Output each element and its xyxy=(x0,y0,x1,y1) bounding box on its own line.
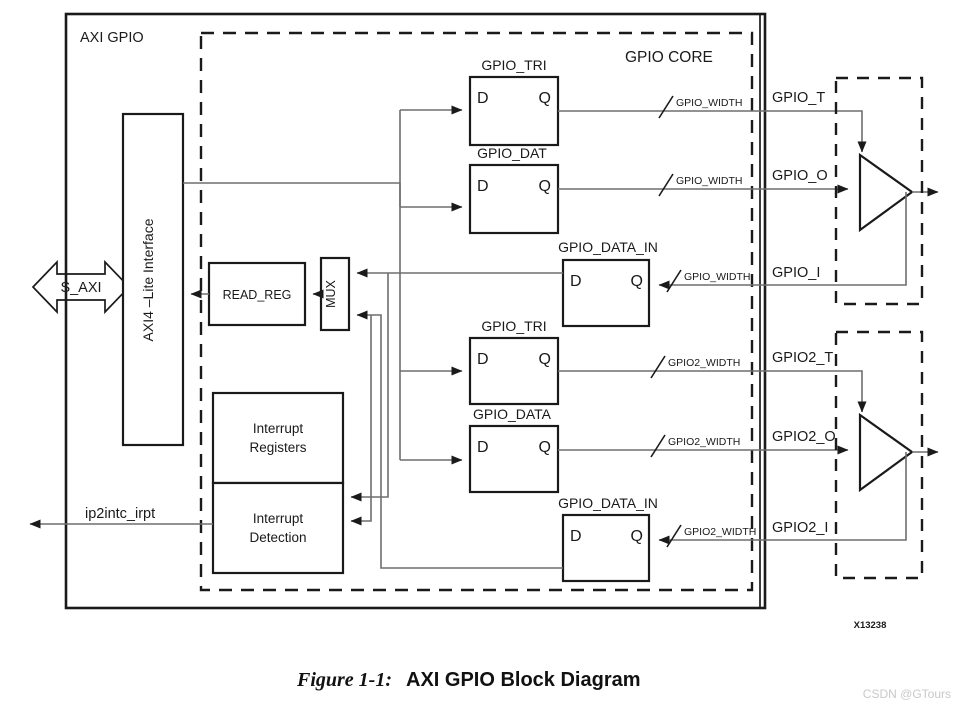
signal-gpio2-t: GPIO2_WIDTH GPIO2_T xyxy=(558,350,867,413)
gpio2-i-port-label: GPIO2_I xyxy=(772,520,828,536)
read-reg-label: READ_REG xyxy=(223,288,292,302)
gpio-t-width-label: GPIO_WIDTH xyxy=(676,97,743,109)
flipflop-gpio-dat-d: D xyxy=(477,178,489,195)
flipflop-gpio-tri-q: Q xyxy=(539,90,551,107)
flipflop-gpio-data-in-2-q: Q xyxy=(631,528,643,545)
gpio-pad-dashed-box-2 xyxy=(834,330,924,580)
flipflop-gpio-dat-title: GPIO_DAT xyxy=(477,145,547,161)
wire-datain2-to-mux xyxy=(356,310,563,569)
caption-prefix: Figure 1-1: xyxy=(296,669,392,691)
watermark-label: CSDN @GTours xyxy=(863,687,951,701)
tristate-buffer-2 xyxy=(858,412,914,493)
gpio-i-width-label: GPIO_WIDTH xyxy=(684,271,751,283)
signal-gpio-i: GPIO_WIDTH GPIO_I xyxy=(666,265,820,293)
flipflop-gpio-tri-2-q: Q xyxy=(539,351,551,368)
wire-axi-bus-lower xyxy=(399,183,463,465)
interrupt-detection-label-2: Detection xyxy=(249,530,306,545)
flipflop-gpio-data-title: GPIO_DATA xyxy=(473,406,552,422)
flipflop-gpio-data-in-1-d: D xyxy=(570,273,582,290)
axi-gpio-outer-box xyxy=(64,12,767,610)
flipflop-gpio-dat-box xyxy=(468,163,560,235)
flipflop-gpio-tri-2-box xyxy=(468,336,560,406)
gpio-i-port-label: GPIO_I xyxy=(772,265,820,281)
flipflop-gpio-tri-title: GPIO_TRI xyxy=(481,57,546,73)
gpio2-t-width-label: GPIO2_WIDTH xyxy=(668,357,740,369)
caption-title: AXI GPIO Block Diagram xyxy=(406,669,641,691)
signal-gpio2-i: GPIO2_WIDTH GPIO2_I xyxy=(666,520,828,548)
gpio2-i-width-label: GPIO2_WIDTH xyxy=(684,526,756,538)
flipflop-gpio-data-in-2-d: D xyxy=(570,528,582,545)
axi-gpio-label: AXI GPIO xyxy=(80,30,144,46)
flipflop-gpio-data-d: D xyxy=(477,439,489,456)
tristate-buffer-1 xyxy=(858,152,914,233)
ip2intc-irpt-label: ip2intc_irpt xyxy=(85,506,155,522)
gpio-core-label: GPIO CORE xyxy=(625,49,713,66)
flipflop-gpio-data-in-1-q: Q xyxy=(631,273,643,290)
gpio-o-port-label: GPIO_O xyxy=(772,168,828,184)
read-reg-block xyxy=(207,261,307,327)
wire-pad-to-gpio2-i xyxy=(658,452,907,545)
gpio-pad-dashed-box-1 xyxy=(834,76,924,306)
gpio2-o-port-label: GPIO2_O xyxy=(772,429,836,445)
gpio-o-width-label: GPIO_WIDTH xyxy=(676,175,743,187)
flipflop-gpio-data-in-1-box xyxy=(561,258,651,328)
interrupt-registers-label-1: Interrupt xyxy=(253,421,304,436)
gpio-t-port-label: GPIO_T xyxy=(772,90,825,106)
flipflop-gpio-data-box xyxy=(468,424,560,494)
gpio2-o-width-label: GPIO2_WIDTH xyxy=(668,436,740,448)
flipflop-gpio-data-in-2-title: GPIO_DATA_IN xyxy=(558,495,658,511)
flipflop-gpio-tri-d: D xyxy=(477,90,489,107)
interrupt-detection-label-1: Interrupt xyxy=(253,511,304,526)
flipflop-gpio-tri-2-title: GPIO_TRI xyxy=(481,318,546,334)
signal-gpio-o: GPIO_WIDTH GPIO_O xyxy=(558,168,849,197)
flipflop-gpio-data-in-1-title: GPIO_DATA_IN xyxy=(558,239,658,255)
signal-gpio-t: GPIO_WIDTH GPIO_T xyxy=(558,90,867,153)
gpio-core-dashed-box xyxy=(199,31,754,592)
flipflop-gpio-data-q: Q xyxy=(539,439,551,456)
wire-pad-to-gpio-i xyxy=(658,192,907,290)
mux-label: MUX xyxy=(324,279,338,307)
flipflop-gpio-tri-2-d: D xyxy=(477,351,489,368)
axi4-lite-interface-label: AXI4 –Lite Interface xyxy=(140,218,156,341)
interrupt-detection-block xyxy=(211,481,345,575)
interrupt-registers-block xyxy=(211,391,345,485)
flipflop-gpio-dat-q: Q xyxy=(539,178,551,195)
s-axi-label: S_AXI xyxy=(60,280,101,296)
signal-gpio2-o: GPIO2_WIDTH GPIO2_O xyxy=(558,429,849,458)
wire-detect-input-upper xyxy=(350,273,389,502)
flipflop-gpio-data-in-2-box xyxy=(561,513,651,583)
axi4-lite-interface-block xyxy=(121,112,185,447)
interrupt-registers-label-2: Registers xyxy=(249,440,306,455)
gpio2-t-port-label: GPIO2_T xyxy=(772,350,833,366)
wire-axi-to-registers xyxy=(183,105,463,212)
figure-code-label: X13238 xyxy=(854,620,887,631)
wire-detect-input-lower xyxy=(350,315,372,526)
flipflop-gpio-tri-box xyxy=(468,75,560,147)
